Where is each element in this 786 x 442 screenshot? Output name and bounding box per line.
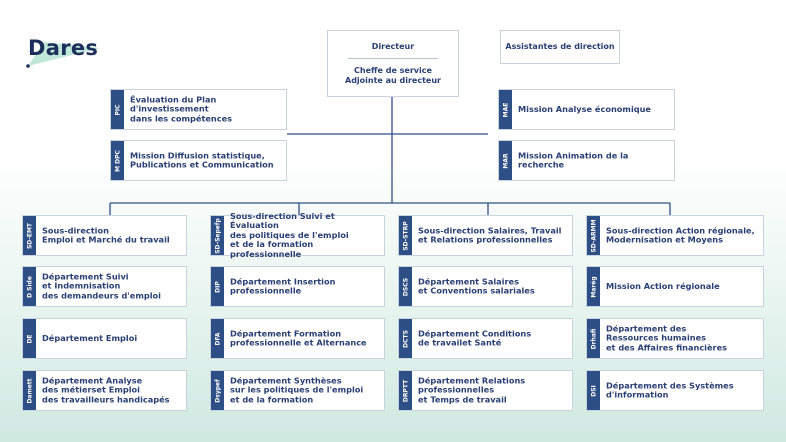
department-box: DCTS Département Conditions de travailet…	[398, 318, 573, 359]
director-deputy: Cheffe de service Adjointe au directeur	[345, 66, 441, 85]
box-tag: DFA	[211, 319, 224, 358]
box-tag: M DPC	[111, 141, 124, 180]
box-tag: D Side	[23, 267, 36, 306]
box-tag: DE	[23, 319, 36, 358]
box-label: Département Suivi et Indemnisation des d…	[42, 271, 161, 301]
divider	[348, 58, 438, 59]
box-label: Département Insertion professionnelle	[230, 275, 336, 296]
department-box: DFA Département Formation professionnell…	[210, 318, 385, 359]
box-label: Sous-direction Emploi et Marché du trava…	[42, 224, 170, 245]
box-label: Mission Diffusion statistique, Publicati…	[130, 149, 274, 170]
box-label: Département Formation professionnelle et…	[230, 327, 367, 348]
box-tag: Damett	[23, 371, 36, 410]
department-box: DIP Département Insertion professionnell…	[210, 266, 385, 307]
box-label: Département Analyse des métierset Emploi…	[42, 375, 170, 405]
box-tag: MAE	[499, 90, 512, 129]
box-tag: SD-ARMM	[587, 216, 600, 255]
box-label: Département des Systèmes d'information	[606, 379, 734, 400]
mission-box-mar: MAR Mission Animation de la recherche	[498, 140, 675, 181]
box-tag: PIC	[111, 90, 124, 129]
department-box: DSI Département des Systèmes d'informati…	[586, 370, 764, 411]
box-tag: DSI	[587, 371, 600, 410]
box-tag: Drhafi	[587, 319, 600, 358]
box-tag: SD-STRP	[399, 216, 412, 255]
box-label: Département Emploi	[42, 332, 138, 343]
director-title: Directeur	[371, 42, 415, 51]
box-tag: Dsypef	[211, 371, 224, 410]
box-label: Mission Analyse économique	[518, 103, 651, 114]
mission-box-mae: MAE Mission Analyse économique	[498, 89, 675, 130]
department-box: DRPTT Département Relations professionne…	[398, 370, 573, 411]
box-tag: SD-EMT	[23, 216, 36, 255]
box-tag: MAR	[499, 141, 512, 180]
box-tag: Marég	[587, 267, 600, 306]
subdirection-header: SD-EMT Sous-direction Emploi et Marché d…	[22, 215, 187, 256]
mission-box-pic: PIC Évaluation du Plan d'investissement …	[110, 89, 287, 130]
box-tag: DIP	[211, 267, 224, 306]
assistants-box: Assistantes de direction	[500, 30, 620, 64]
assistants-label: Assistantes de direction	[505, 42, 615, 52]
mission-box-mdpc: M DPC Mission Diffusion statistique, Pub…	[110, 140, 287, 181]
box-label: Département des Ressources humaines et d…	[606, 323, 727, 353]
department-box: Dsypef Département Synthèses sur les pol…	[210, 370, 385, 411]
box-label: Sous-direction Action régionale, Moderni…	[606, 224, 755, 245]
subdirection-header: SD-STRP Sous-direction Salaires, Travail…	[398, 215, 573, 256]
dares-logo: Dares	[22, 36, 102, 70]
box-tag: DSCS	[399, 267, 412, 306]
box-label: Sous-direction Suivi et Évaluation des p…	[230, 210, 349, 259]
subdirection-header: SD-Sepefp Sous-direction Suivi et Évalua…	[210, 211, 385, 259]
director-box: Directeur Cheffe de service Adjointe au …	[327, 30, 459, 97]
box-label: Département Synthèses sur les politiques…	[230, 375, 364, 405]
box-tag: DRPTT	[399, 371, 412, 410]
department-box: DE Département Emploi	[22, 318, 187, 359]
subdirection-header: SD-ARMM Sous-direction Action régionale,…	[586, 215, 764, 256]
box-tag: DCTS	[399, 319, 412, 358]
logo-shape-icon	[26, 42, 100, 68]
department-box: Marég Mission Action régionale	[586, 266, 764, 307]
logo-text: Dares	[28, 36, 99, 60]
department-box: Damett Département Analyse des métierset…	[22, 370, 187, 411]
department-box: D Side Département Suivi et Indemnisatio…	[22, 266, 187, 307]
box-label: Mission Action régionale	[606, 280, 720, 291]
box-label: Évaluation du Plan d'investissement dans…	[130, 94, 233, 124]
department-box: Drhafi Département des Ressources humain…	[586, 318, 764, 359]
box-tag: SD-Sepefp	[211, 216, 224, 255]
box-label: Département Relations professionnelles e…	[418, 375, 526, 405]
box-label: Sous-direction Salaires, Travail et Rela…	[418, 224, 562, 245]
box-label: Département Conditions de travailet Sant…	[418, 327, 532, 348]
box-label: Département Salaires et Conventions sala…	[418, 275, 535, 296]
box-label: Mission Animation de la recherche	[518, 149, 629, 170]
department-box: DSCS Département Salaires et Conventions…	[398, 266, 573, 307]
